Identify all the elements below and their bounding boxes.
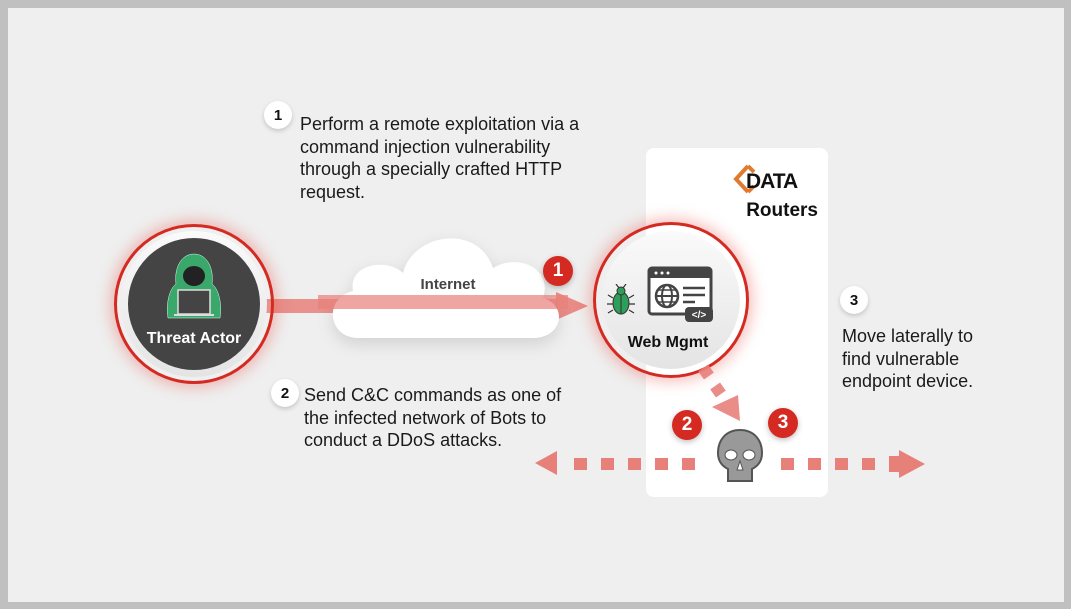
brand-name: DATA	[746, 170, 798, 193]
step-3-line: find vulnerable	[842, 348, 960, 369]
left-arrowhead	[535, 451, 557, 475]
badge-step-3: 3	[768, 408, 798, 438]
router-title: Routers	[746, 200, 818, 221]
step-1-number: 1	[264, 101, 292, 129]
web-browser-globe-icon: </>	[647, 266, 713, 322]
step-3-line: Move laterally to	[842, 326, 974, 346]
step-2-line: the infected network of Bots to	[304, 407, 547, 428]
infection-arrow	[698, 364, 740, 421]
web-mgmt-ring	[593, 222, 749, 378]
step-2-number: 2	[271, 379, 299, 407]
diagram-canvas: DATA Routers Internet Threat Actor	[8, 8, 1064, 602]
step-3-number: 3	[840, 286, 868, 314]
threat-actor-node: Threat Actor	[114, 224, 274, 384]
right-arrowhead	[899, 450, 925, 478]
web-mgmt-node: </> Web Mgmt	[593, 222, 753, 382]
step-1-line: command injection vulnerability	[300, 136, 551, 157]
step-1-line: request.	[300, 181, 366, 202]
badge-step-2: 2	[672, 410, 702, 440]
step-2-line: Send C&C commands as one of	[304, 385, 562, 405]
hooded-hacker-icon	[167, 253, 221, 319]
threat-actor-core: Threat Actor	[128, 238, 260, 370]
cloud-icon	[332, 238, 560, 338]
step-2-line: conduct a DDoS attacks.	[304, 430, 503, 450]
step-1-line: through a specially crafted HTTP	[300, 159, 563, 179]
threat-actor-label: Threat Actor	[146, 330, 242, 347]
internet-label: Internet	[420, 276, 476, 293]
svg-text:</>: </>	[692, 310, 707, 321]
badge-step-1: 1	[543, 256, 573, 286]
web-mgmt-label: Web Mgmt	[627, 334, 709, 351]
lateral-movement-arrows	[535, 450, 925, 478]
brand-logo: DATA	[732, 164, 818, 194]
internet-cloud: Internet	[318, 223, 568, 343]
bug-icon	[607, 284, 635, 315]
skull-icon	[716, 428, 764, 482]
step-1-line: Perform a remote exploitation via a	[300, 114, 580, 134]
code-tag-icon: </>	[685, 307, 713, 322]
step-3-text: Move laterally to find vulnerable endpoi…	[842, 325, 973, 393]
step-2-text: Send C&C commands as one of the infected…	[304, 384, 561, 452]
step-1-text: Perform a remote exploitation via a comm…	[300, 113, 579, 203]
step-3-line: endpoint device.	[842, 371, 974, 391]
brand-logo-icon: DATA	[733, 164, 799, 194]
threat-actor-ring	[114, 224, 274, 384]
exploit-arrow-overlay	[318, 295, 568, 309]
